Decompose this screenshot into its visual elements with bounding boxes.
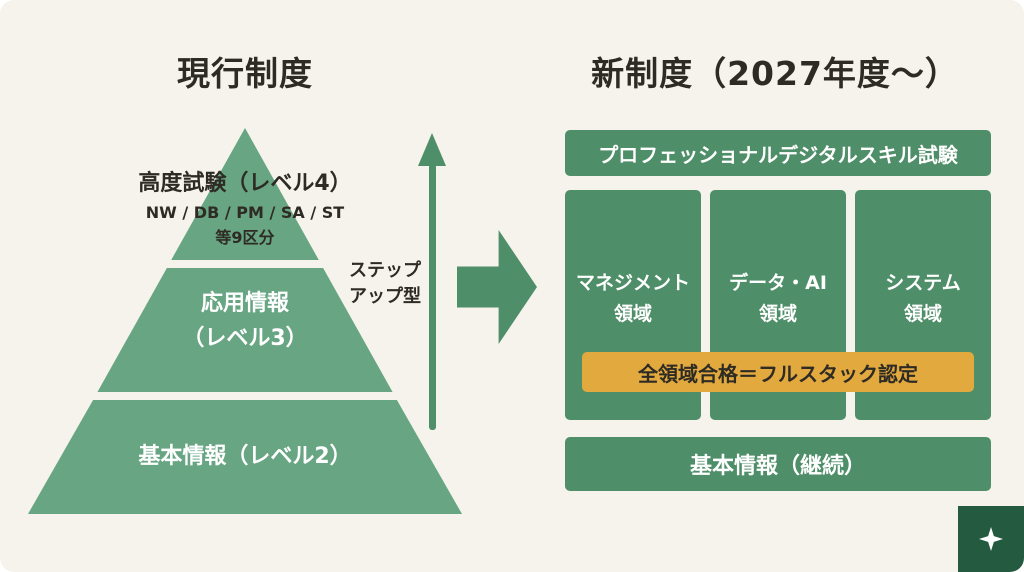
domain-data-ai-line1: データ・AI: [729, 272, 827, 294]
pyramid-level2-segment: [28, 400, 462, 514]
level4-subtitle2: 等9区分: [215, 228, 275, 247]
step-up-label-line1: ステップ: [349, 260, 421, 281]
step-up-label-line2: アップ型: [349, 286, 421, 307]
step-up-arrow-shaft: [429, 164, 436, 430]
fullstack-banner: 全領域合格＝フルスタック認定: [582, 352, 974, 392]
base-exam-bar: 基本情報（継続）: [565, 437, 991, 491]
step-up-label: ステップ アップ型: [330, 258, 440, 310]
sparkle-icon: [979, 527, 1003, 551]
level3-line2: （レベル3）: [182, 326, 308, 351]
new-exam-header: プロフェッショナルデジタルスキル試験: [565, 130, 991, 176]
level4-title: 高度試験（レベル4）: [138, 171, 352, 196]
level2-label: 基本情報（レベル2）: [138, 444, 352, 469]
current-system-title: 現行制度: [177, 54, 313, 93]
corner-logo: [958, 506, 1024, 572]
step-up-arrow-icon: [418, 133, 446, 166]
level4-label-block: 高度試験（レベル4） NW / DB / PM / SA / ST 等9区分: [28, 168, 462, 250]
level3-line1: 応用情報: [200, 291, 289, 316]
domain-management-line1: マネジメント: [575, 272, 690, 294]
current-system-pyramid: 高度試験（レベル4） NW / DB / PM / SA / ST 等9区分 応…: [28, 128, 462, 514]
domain-system-line2: 領域: [903, 303, 942, 325]
domain-system-line1: システム: [885, 272, 961, 294]
domain-data-ai-line2: 領域: [758, 303, 797, 325]
new-system-title: 新制度（2027年度〜）: [591, 54, 959, 93]
level3-label-block: 応用情報 （レベル3）: [28, 286, 462, 356]
domain-management-line2: 領域: [613, 303, 652, 325]
right-arrow-icon: [457, 230, 537, 344]
level4-subtitle: NW / DB / PM / SA / ST: [145, 203, 345, 222]
